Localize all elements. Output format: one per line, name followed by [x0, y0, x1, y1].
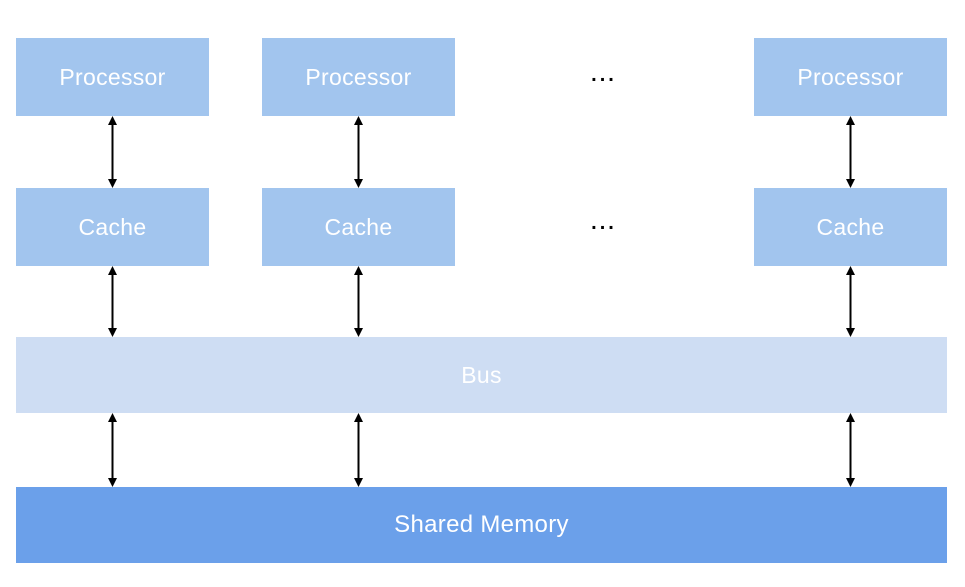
ellipsis-cache-row: ... [591, 212, 617, 234]
processor-box-2: Processor [262, 38, 455, 116]
shared-memory-label: Shared Memory [394, 511, 569, 538]
processor-label: Processor [59, 63, 166, 90]
shared-memory-bar: Shared Memory [16, 487, 947, 563]
processor-box-1: Processor [16, 38, 209, 116]
cache-label: Cache [816, 213, 885, 240]
cache-label: Cache [78, 213, 147, 240]
ellipsis-processor-row: ... [591, 64, 617, 86]
cache-box-3: Cache [754, 188, 947, 266]
processor-box-3: Processor [754, 38, 947, 116]
processor-label: Processor [305, 63, 412, 90]
processor-label: Processor [797, 63, 904, 90]
bus-label: Bus [461, 361, 502, 388]
bus-bar: Bus [16, 337, 947, 413]
cache-label: Cache [324, 213, 393, 240]
cache-box-2: Cache [262, 188, 455, 266]
cache-box-1: Cache [16, 188, 209, 266]
